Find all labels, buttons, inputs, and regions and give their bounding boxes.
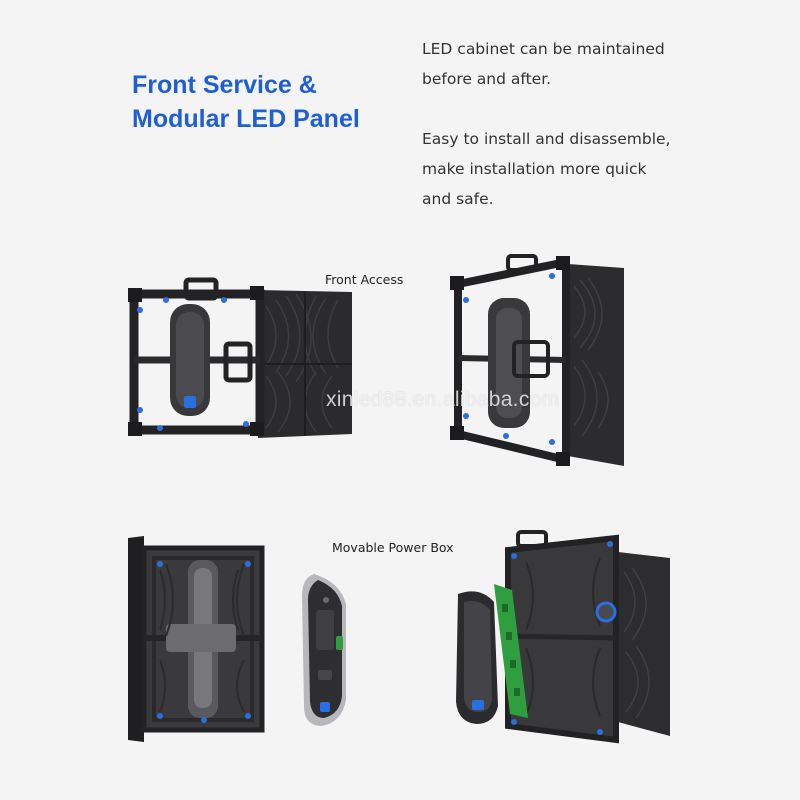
desc-line: LED cabinet can be maintained — [422, 40, 665, 58]
desc-line: Easy to install and disassemble, — [422, 130, 671, 148]
section-title: Front Service & Modular LED Panel — [132, 68, 360, 136]
cabinet-rear-structure-image — [128, 536, 265, 742]
desc-line: make installation more quick — [422, 160, 647, 178]
cabinet-exploded-view-image — [456, 530, 670, 744]
cabinet-angled-view-image — [450, 254, 624, 466]
description-paragraph-2: Easy to install and disassemble, make in… — [422, 124, 722, 214]
cabinet-front-access-image — [128, 277, 352, 438]
movable-power-box-image — [302, 574, 346, 726]
title-line-2: Modular LED Panel — [132, 105, 360, 133]
feature-description: LED cabinet can be maintained before and… — [422, 34, 722, 244]
front-access-label: Front Access — [325, 272, 404, 287]
watermark: xinled88.en.alibaba.com — [326, 388, 560, 411]
description-paragraph-1: LED cabinet can be maintained before and… — [422, 34, 722, 94]
desc-line: and safe. — [422, 190, 494, 208]
desc-line: before and after. — [422, 70, 552, 88]
power-box-label: Movable Power Box — [332, 540, 454, 555]
title-line-1: Front Service & — [132, 71, 317, 99]
